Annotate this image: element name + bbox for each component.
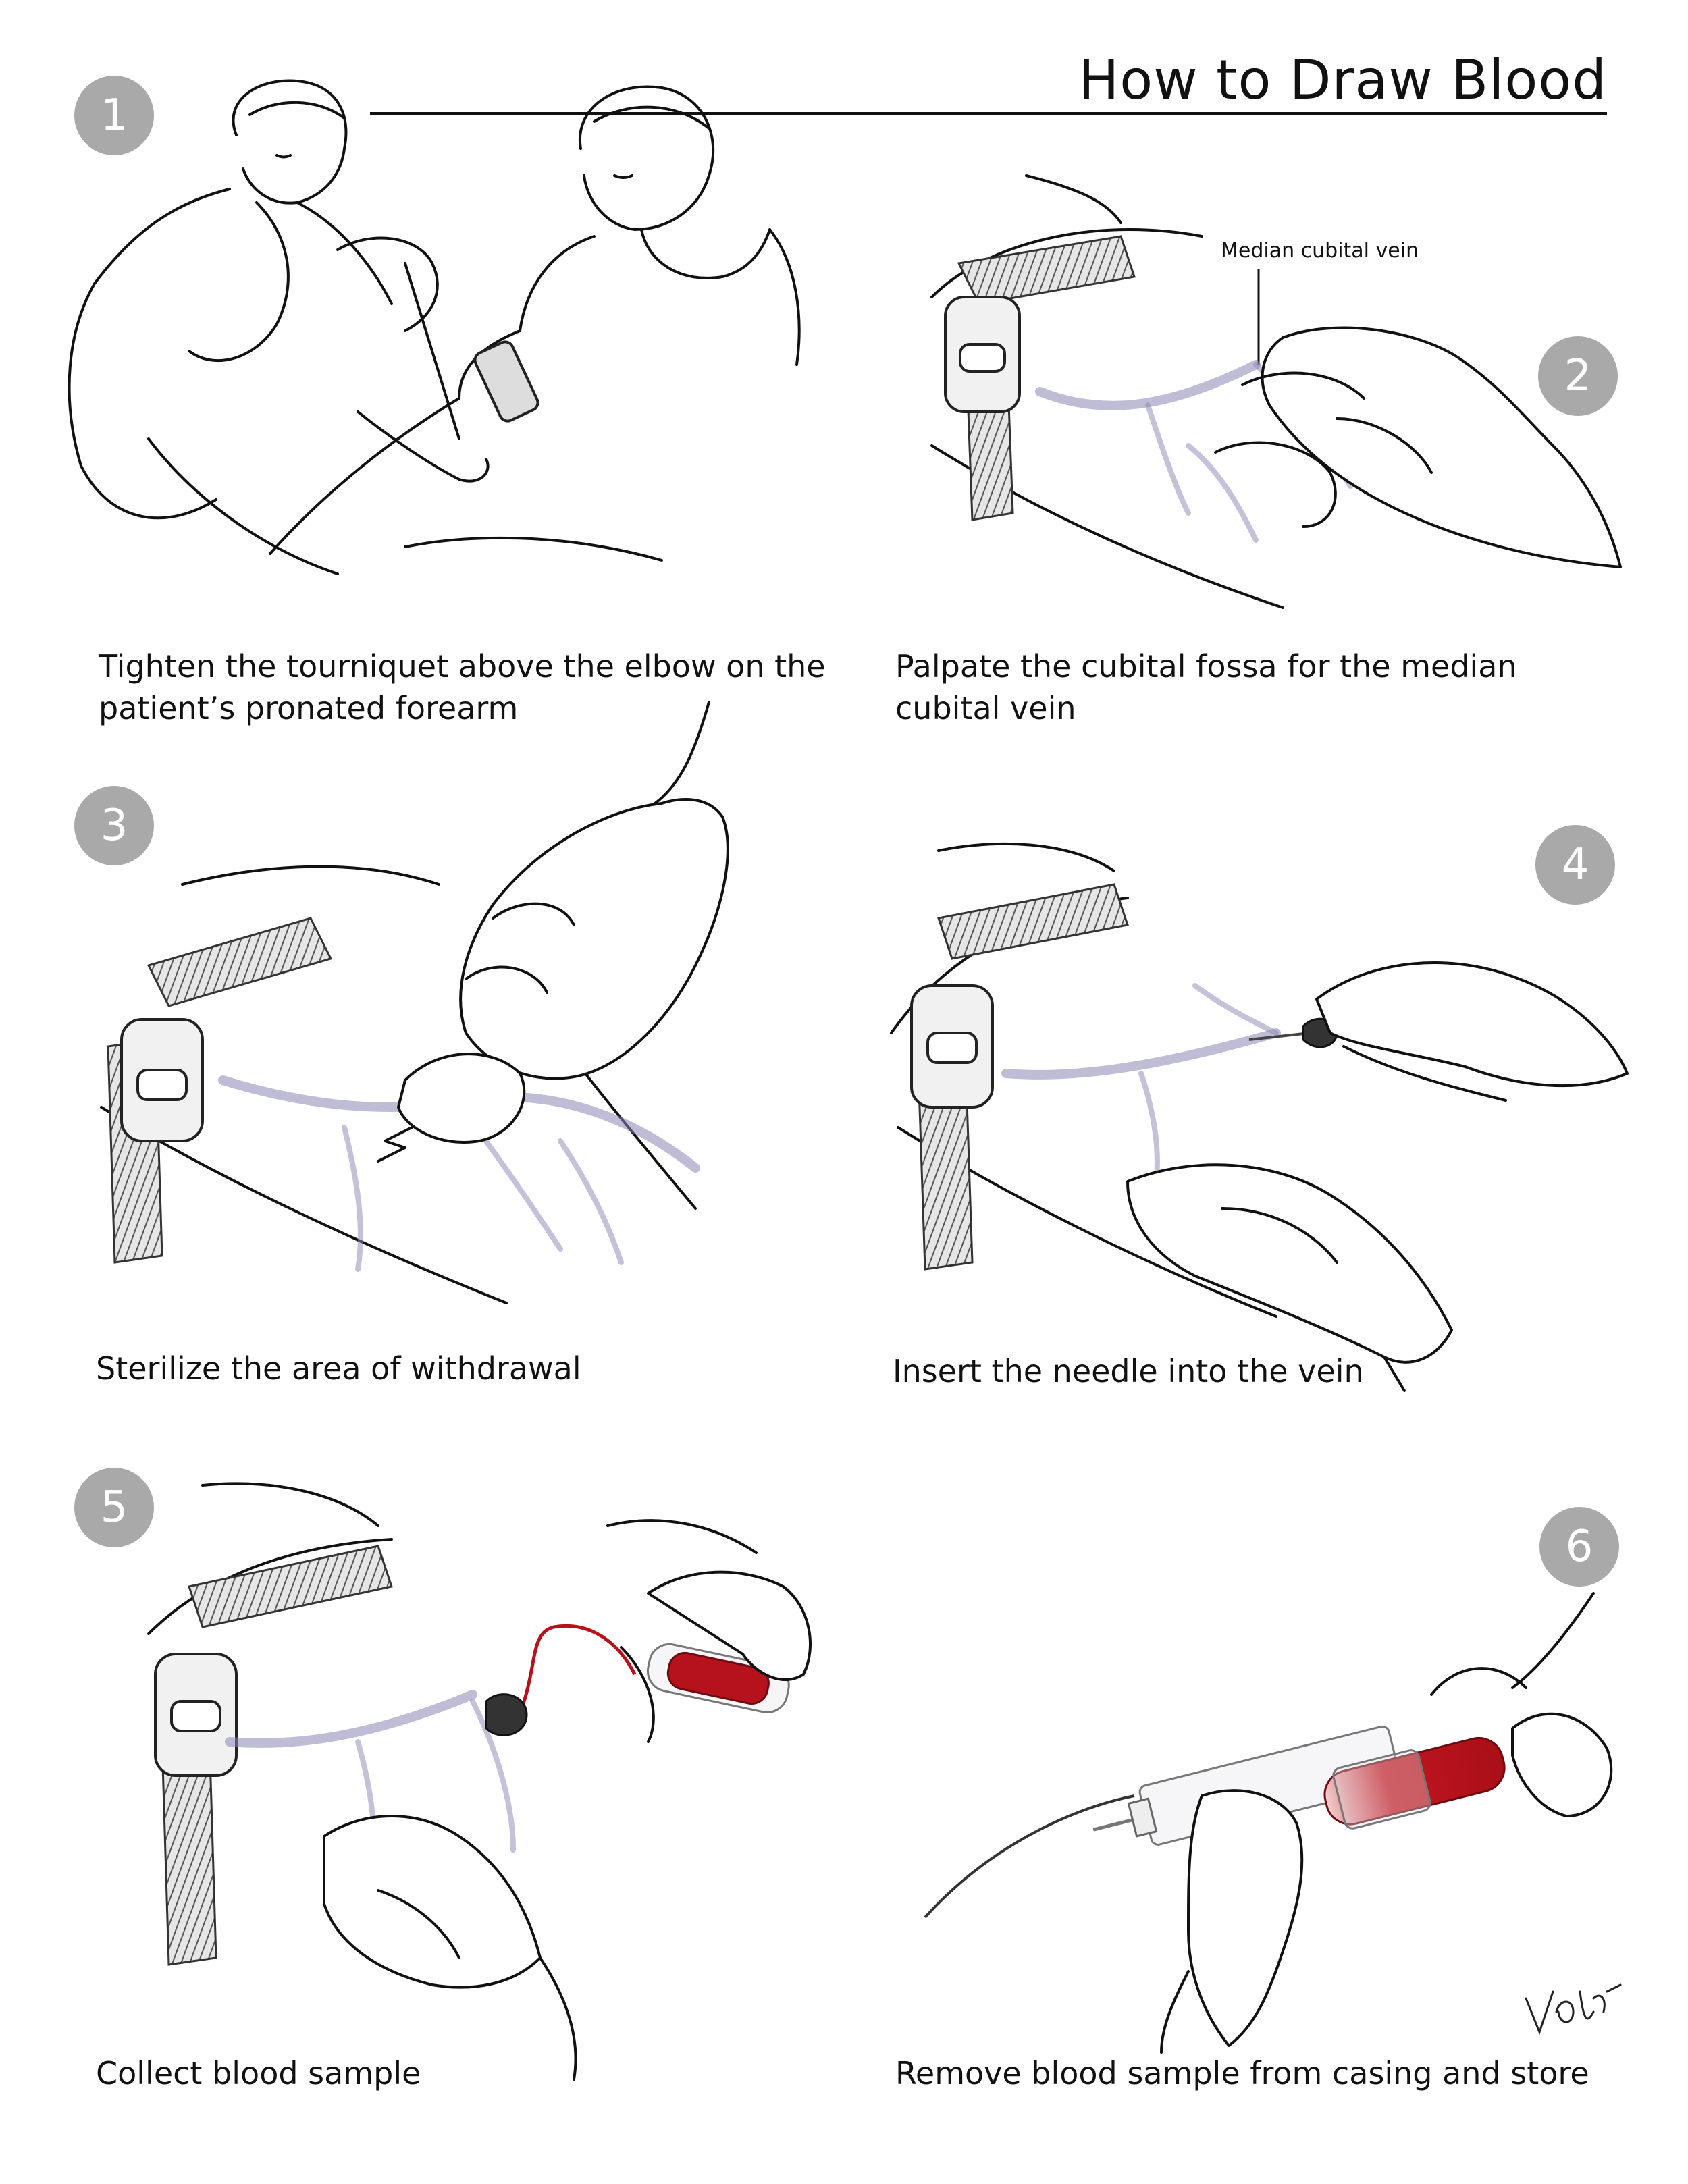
step-1-caption: Tighten the tourniquet above the elbow o… [99, 648, 826, 726]
tourniquet-strap [147, 917, 333, 1007]
step-3-badge: 3 [74, 786, 154, 865]
step-6-badge: 6 [1539, 1507, 1619, 1587]
step-3-illustration [100, 701, 729, 1304]
collection-tubing [924, 1794, 1135, 1919]
step-6-caption: Remove blood sample from casing and stor… [895, 2055, 1589, 2092]
step-2-badge: 2 [1538, 336, 1618, 416]
target-vein [1001, 1028, 1281, 1080]
step-4-caption: Insert the needle into the vein [893, 1353, 1364, 1389]
blood-sample-tube [1323, 1736, 1506, 1830]
tourniquet-strap [957, 235, 1136, 305]
title-rule [370, 112, 1607, 115]
clinician-figure [68, 79, 490, 575]
step-1-badge: 1 [74, 76, 154, 155]
gloved-hand [1214, 326, 1622, 568]
step-1-illustration [68, 79, 801, 575]
step-5-illustration [147, 1482, 812, 2081]
step-2-illustration [930, 174, 1622, 609]
step-2-caption: Palpate the cubital fossa for the median… [895, 648, 1517, 726]
step-4-badge: 4 [1535, 825, 1615, 905]
tourniquet-strap [188, 1545, 393, 1628]
step-2-callout-label: Median cubital vein [1221, 239, 1419, 263]
gloved-hand-with-swab [377, 798, 729, 1163]
step-3-caption: Sterilize the area of withdrawal [96, 1350, 581, 1387]
step-5-badge: 5 [74, 1468, 154, 1547]
patient-figure [269, 85, 801, 562]
step-6-illustration [924, 1592, 1613, 2054]
blood-collection-tube [646, 1643, 790, 1713]
forearm-vein [225, 1690, 477, 1748]
blood-tubing [511, 1624, 637, 1730]
tourniquet-strap [937, 883, 1129, 960]
median-cubital-vein [1035, 360, 1261, 410]
step-5-caption: Collect blood sample [96, 2055, 421, 2092]
needle-hub [485, 1693, 528, 1736]
step-4-illustration [890, 843, 1629, 1392]
artist-signature [1525, 1983, 1622, 2035]
gloved-hands [1126, 961, 1629, 1392]
page-title: How to Draw Blood [1078, 49, 1607, 111]
gloved-hands [323, 1570, 812, 2081]
gloved-hands [1160, 1592, 1613, 2054]
